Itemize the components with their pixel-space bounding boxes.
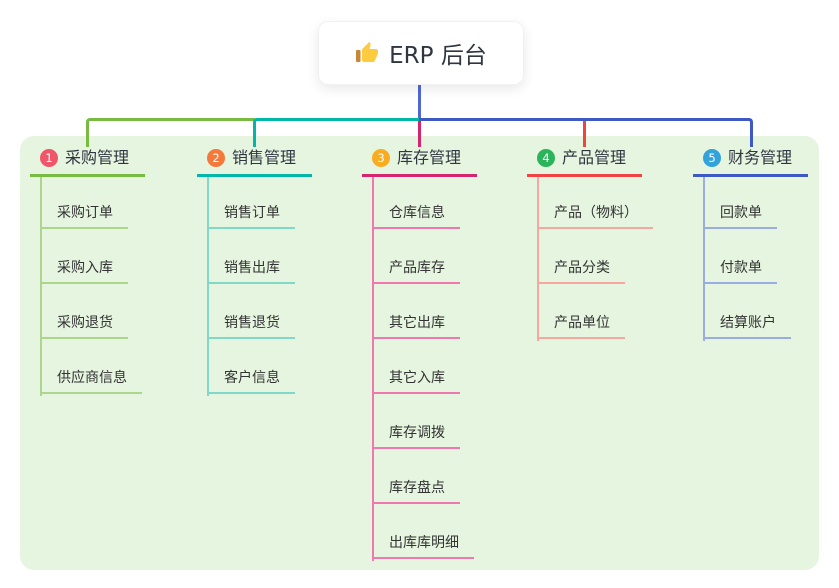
category-label: 库存管理 bbox=[397, 148, 462, 167]
child-label: 销售订单 bbox=[224, 205, 280, 221]
child-node[interactable]: 付款单 bbox=[703, 256, 777, 284]
child-node[interactable]: 产品库存 bbox=[372, 256, 460, 284]
category-node-5[interactable]: 5 财务管理 bbox=[693, 148, 808, 177]
child-label: 付款单 bbox=[720, 260, 762, 276]
child-node[interactable]: 产品单位 bbox=[537, 311, 625, 339]
category-label: 产品管理 bbox=[562, 148, 627, 167]
child-node[interactable]: 回款单 bbox=[703, 201, 777, 229]
child-node[interactable]: 供应商信息 bbox=[40, 366, 142, 394]
child-label: 出库库明细 bbox=[389, 535, 459, 551]
child-label: 其它出库 bbox=[389, 315, 445, 331]
child-label: 其它入库 bbox=[389, 370, 445, 386]
child-node[interactable]: 采购入库 bbox=[40, 256, 128, 284]
child-label: 产品（物料） bbox=[554, 205, 638, 221]
child-node[interactable]: 结算账户 bbox=[703, 311, 791, 339]
child-node[interactable]: 库存盘点 bbox=[372, 476, 460, 504]
category-badge: 4 bbox=[537, 149, 555, 167]
child-node[interactable]: 出库库明细 bbox=[372, 531, 474, 559]
category-node-1[interactable]: 1 采购管理 bbox=[30, 148, 145, 177]
child-label: 采购退货 bbox=[57, 315, 113, 331]
content-panel bbox=[20, 136, 819, 570]
root-label: ERP 后台 bbox=[389, 43, 487, 69]
category-badge: 2 bbox=[207, 149, 225, 167]
child-label: 产品库存 bbox=[389, 260, 445, 276]
child-label: 产品分类 bbox=[554, 260, 610, 276]
child-connector-line bbox=[40, 177, 42, 396]
child-node[interactable]: 采购订单 bbox=[40, 201, 128, 229]
child-connector-line bbox=[703, 177, 705, 341]
child-label: 供应商信息 bbox=[57, 370, 127, 386]
child-node[interactable]: 采购退货 bbox=[40, 311, 128, 339]
category-node-4[interactable]: 4 产品管理 bbox=[527, 148, 642, 177]
child-label: 产品单位 bbox=[554, 315, 610, 331]
category-badge: 5 bbox=[703, 149, 721, 167]
root-node[interactable]: ERP 后台 bbox=[318, 21, 524, 85]
branch-connector-4 bbox=[583, 121, 586, 147]
branch-connector-3 bbox=[418, 121, 421, 147]
child-node[interactable]: 仓库信息 bbox=[372, 201, 460, 229]
child-label: 销售退货 bbox=[224, 315, 280, 331]
child-node[interactable]: 库存调拨 bbox=[372, 421, 460, 449]
child-label: 仓库信息 bbox=[389, 205, 445, 221]
branch-connector-2 bbox=[253, 118, 420, 147]
child-node[interactable]: 其它出库 bbox=[372, 311, 460, 339]
category-badge: 3 bbox=[372, 149, 390, 167]
category-node-2[interactable]: 2 销售管理 bbox=[197, 148, 312, 177]
child-node[interactable]: 其它入库 bbox=[372, 366, 460, 394]
child-label: 库存盘点 bbox=[389, 480, 445, 496]
child-label: 库存调拨 bbox=[389, 425, 445, 441]
child-node[interactable]: 客户信息 bbox=[207, 366, 295, 394]
child-node[interactable]: 产品（物料） bbox=[537, 201, 653, 229]
child-connector-line bbox=[537, 177, 539, 341]
child-label: 采购入库 bbox=[57, 260, 113, 276]
child-label: 采购订单 bbox=[57, 205, 113, 221]
category-badge: 1 bbox=[40, 149, 58, 167]
category-label: 采购管理 bbox=[65, 148, 130, 167]
child-label: 结算账户 bbox=[720, 315, 776, 331]
branch-connector-5 bbox=[419, 118, 753, 147]
child-node[interactable]: 产品分类 bbox=[537, 256, 625, 284]
child-node[interactable]: 销售出库 bbox=[207, 256, 295, 284]
category-label: 财务管理 bbox=[728, 148, 793, 167]
child-connector-line bbox=[372, 177, 374, 561]
child-label: 客户信息 bbox=[224, 370, 280, 386]
root-connector-line bbox=[418, 83, 421, 118]
category-node-3[interactable]: 3 库存管理 bbox=[362, 148, 477, 177]
child-label: 销售出库 bbox=[224, 260, 280, 276]
child-connector-line bbox=[207, 177, 209, 396]
child-node[interactable]: 销售订单 bbox=[207, 201, 295, 229]
branch-connector-1 bbox=[86, 118, 255, 147]
thumbs-up-icon bbox=[355, 41, 379, 65]
category-label: 销售管理 bbox=[232, 148, 297, 167]
child-node[interactable]: 销售退货 bbox=[207, 311, 295, 339]
child-label: 回款单 bbox=[720, 205, 762, 221]
